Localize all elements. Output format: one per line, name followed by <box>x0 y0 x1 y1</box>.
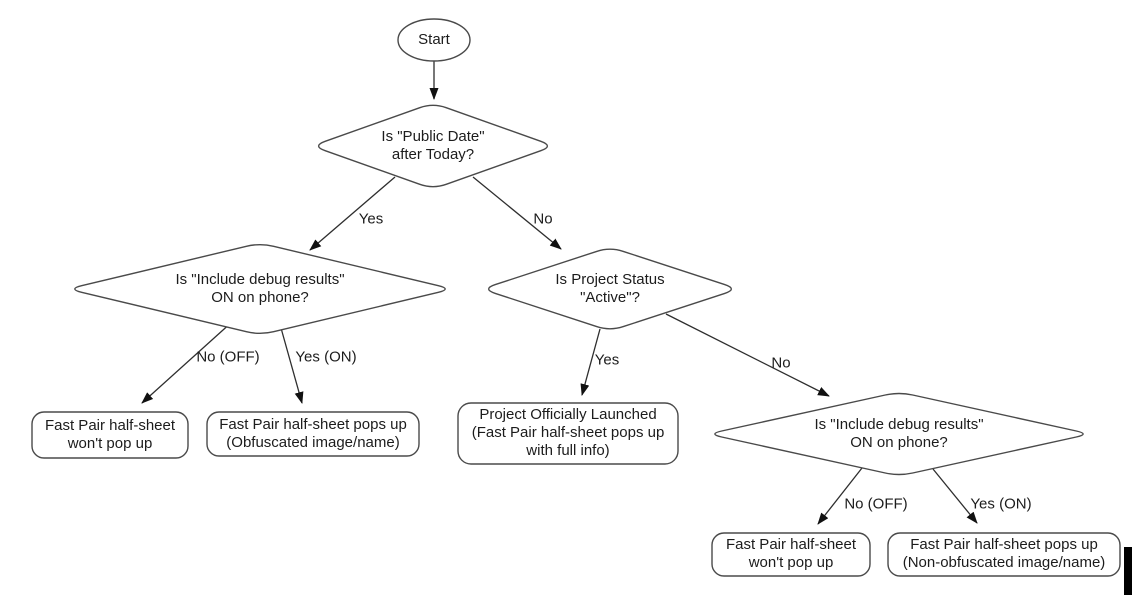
start-node-label: Start <box>418 31 450 49</box>
decision-public-date-line2: after Today? <box>391 146 475 163</box>
result-no-popup-left-label: Fast Pair half-sheet won't pop up <box>45 417 175 453</box>
result-launched-line2: (Fast Pair half-sheet pops up <box>471 424 665 441</box>
result-no-popup-right-line1: Fast Pair half-sheet <box>725 536 857 553</box>
decision-project-status-shape <box>487 248 733 330</box>
edge-debug-right-yes-on <box>932 468 978 524</box>
edge-debug-left-yes-on <box>280 327 304 404</box>
result-obfuscated-label: Fast Pair half-sheet pops up (Obfuscated… <box>219 416 407 452</box>
start-node-text: Start <box>418 31 450 48</box>
decision-debug-left-line1: Is "Include debug results" <box>175 271 345 288</box>
edge-label-debug-left-no: No (OFF) <box>196 348 260 366</box>
decision-debug-left-label: Is "Include debug results" ON on phone? <box>175 271 344 307</box>
result-no-popup-left-shape <box>31 411 189 459</box>
decision-debug-right-line1: Is "Include debug results" <box>814 416 984 433</box>
edge-debug-left-no-off <box>141 320 234 404</box>
decision-debug-right-line2: ON on phone? <box>850 434 948 451</box>
result-non-obfuscated-shape <box>887 532 1121 577</box>
result-non-obfuscated-line1: Fast Pair half-sheet pops up <box>910 536 1098 553</box>
decision-debug-left-shape <box>74 243 446 335</box>
result-launched-label: Project Officially Launched (Fast Pair h… <box>472 406 665 460</box>
result-obfuscated-line2: (Obfuscated image/name) <box>226 434 400 451</box>
decision-debug-left-line2: ON on phone? <box>211 289 309 306</box>
result-launched-shape <box>457 402 679 465</box>
decision-debug-right-label: Is "Include debug results" ON on phone? <box>814 416 983 452</box>
edge-debug-right-no-off <box>817 467 863 525</box>
edge-public-date-yes <box>309 176 396 251</box>
edge-label-debug-right-yes: Yes (ON) <box>970 495 1032 513</box>
start-node-shape <box>397 18 471 62</box>
result-no-popup-right-shape <box>711 532 871 577</box>
result-obfuscated-shape <box>206 411 420 457</box>
result-obfuscated-line1: Fast Pair half-sheet pops up <box>219 416 407 433</box>
result-no-popup-right-label: Fast Pair half-sheet won't pop up <box>726 536 856 572</box>
decision-public-date-label: Is "Public Date" after Today? <box>381 128 484 164</box>
decision-project-status-line1: Is Project Status <box>555 271 665 288</box>
edge-project-status-no <box>665 313 830 397</box>
decision-public-date-shape <box>317 104 549 188</box>
edge-project-status-yes <box>580 328 601 396</box>
result-no-popup-left-line2: won't pop up <box>67 435 153 452</box>
edge-label-debug-right-no: No (OFF) <box>844 495 908 513</box>
decision-debug-right-shape <box>714 392 1084 476</box>
result-non-obfuscated-label: Fast Pair half-sheet pops up (Non-obfusc… <box>903 536 1106 572</box>
edge-label-project-status-no: No <box>771 354 791 372</box>
text-cursor-bar <box>1124 547 1132 595</box>
edge-label-project-status-yes: Yes <box>594 351 620 369</box>
result-launched-line1: Project Officially Launched <box>479 406 657 423</box>
edge-label-public-date-no: No <box>533 210 553 228</box>
decision-project-status-line2: "Active"? <box>580 289 640 306</box>
decision-public-date-line1: Is "Public Date" <box>381 128 485 145</box>
result-no-popup-left-line1: Fast Pair half-sheet <box>44 417 176 434</box>
edge-label-public-date-yes: Yes <box>358 210 384 228</box>
result-launched-line3: with full info) <box>526 442 610 459</box>
result-no-popup-right-line2: won't pop up <box>748 554 834 571</box>
result-non-obfuscated-line2: (Non-obfuscated image/name) <box>902 554 1106 571</box>
edge-public-date-no <box>472 176 562 250</box>
decision-project-status-label: Is Project Status "Active"? <box>555 271 664 307</box>
edge-label-debug-left-yes: Yes (ON) <box>295 348 357 366</box>
